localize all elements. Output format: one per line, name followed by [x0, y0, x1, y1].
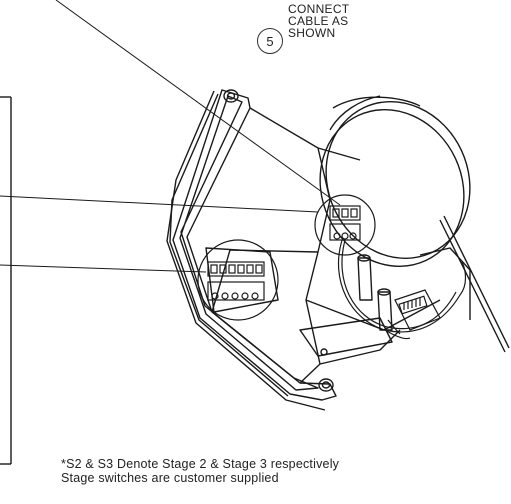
terminal-block-upper	[314, 194, 376, 256]
leader-line-step	[55, 0, 341, 206]
motor-housing	[319, 95, 510, 353]
left-bracket	[0, 96, 12, 465]
leader-line-upper	[0, 195, 319, 213]
footnote-line: Stage switches are customer supplied	[61, 471, 279, 485]
step-instruction-line: CABLE AS	[288, 14, 349, 28]
cable	[337, 239, 467, 340]
dip-switch-module	[394, 289, 441, 331]
step-instruction-line: CONNECT	[288, 2, 350, 16]
leader-lines	[0, 0, 341, 273]
enclosure	[166, 89, 441, 411]
footnote-line: *S2 & S3 Denote Stage 2 & Stage 3 respec…	[61, 457, 340, 471]
terminal-block-lower	[197, 239, 279, 321]
step-instruction: CONNECT CABLE AS SHOWN	[288, 3, 418, 39]
step-instruction-line: SHOWN	[288, 26, 336, 40]
step-number-badge: 5	[257, 28, 283, 54]
leader-line-lower	[0, 264, 207, 273]
footnote: *S2 & S3 Denote Stage 2 & Stage 3 respec…	[61, 457, 501, 485]
